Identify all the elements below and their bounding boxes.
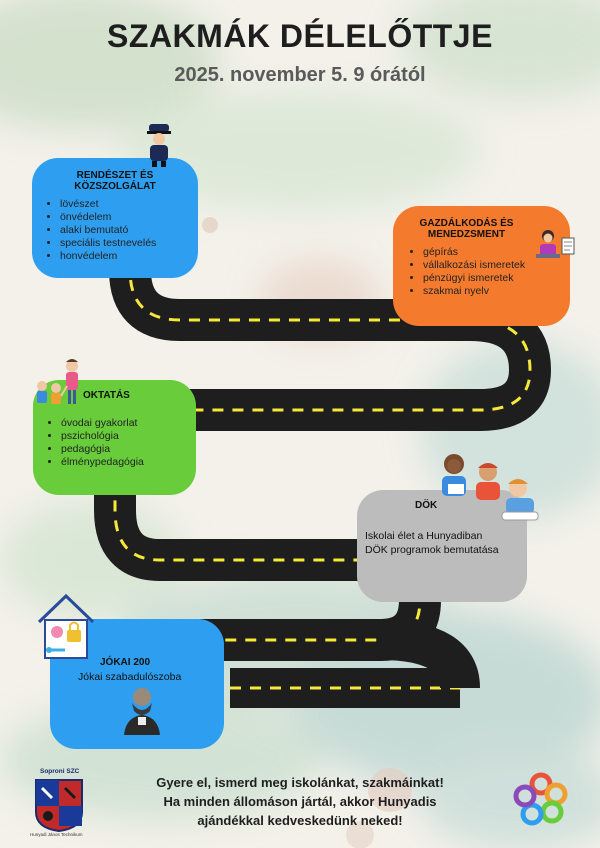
list-item: speciális testnevelés	[60, 237, 188, 250]
school-crest-icon	[35, 779, 83, 832]
list-item: pszichológia	[61, 430, 186, 443]
crest-bottom-label: Hunyadi János Technikum	[30, 832, 83, 837]
list-item: pénzügyi ismeretek	[423, 272, 558, 285]
list-item: gépírás	[423, 246, 558, 259]
list-item: alaki bemutató	[60, 224, 188, 237]
station-title: JÓKAI 200	[100, 657, 151, 668]
list-item: pedagógia	[61, 443, 186, 456]
list-item: önvédelem	[60, 211, 188, 224]
station-title: OKTATÁS	[83, 390, 130, 401]
crest-top-label: Soproni SZC	[40, 768, 80, 775]
station-title: RENDÉSZET ÉS KÖZSZOLGÁLAT	[74, 170, 156, 192]
office-worker-icon	[536, 230, 575, 258]
list-item: élménypedagógia	[61, 456, 186, 469]
station-list: óvodai gyakorlat pszichológia pedagógia …	[43, 417, 186, 469]
station-list: lövészet önvédelem alaki bemutató speciá…	[42, 198, 188, 263]
jokai-portrait-icon	[124, 688, 160, 735]
colorful-flower-logo-icon	[513, 772, 568, 826]
footer-message: Gyere el, ismerd meg iskolánkat, szakmái…	[110, 773, 490, 830]
station-title: DÖK	[415, 500, 438, 511]
list-item: lövészet	[60, 198, 188, 211]
locked-house-icon	[37, 593, 95, 659]
station-title-line1: GAZDÁLKODÁS ÉS	[419, 218, 514, 229]
station-line: Iskolai élet a Hunyadiban	[365, 530, 483, 542]
children-icon	[37, 359, 78, 404]
station-title-line2: MENEDZSMENT	[427, 229, 506, 240]
footer-line: Ha minden állomáson jártál, akkor Hunyad…	[163, 794, 437, 809]
page-title: SZAKMÁK DÉLELŐTTJE	[107, 18, 493, 54]
station-line: DÖK programok bemutatása	[365, 544, 499, 556]
station-list: gépírás vállalkozási ismeretek pénzügyi …	[405, 246, 558, 298]
list-item: szakmai nyelv	[423, 285, 558, 298]
list-item: honvédelem	[60, 250, 188, 263]
station-card-rendeszet: RENDÉSZET ÉS KÖZSZOLGÁLAT lövészet önvéd…	[32, 158, 198, 278]
page-subtitle: 2025. november 5. 9 órától	[174, 64, 426, 86]
list-item: vállalkozási ismeretek	[423, 259, 558, 272]
footer-line: ajándékkal kedveskedünk neked!	[197, 813, 403, 828]
footer-line: Gyere el, ismerd meg iskolánkat, szakmái…	[156, 775, 444, 790]
kids-reading-icon	[442, 454, 539, 521]
station-line: Jókai szabadulószoba	[78, 671, 182, 683]
station-card-gazdalkodas: GAZDÁLKODÁS ÉS MENEDZSMENT gépírás válla…	[393, 206, 570, 326]
police-officer-icon	[147, 124, 171, 167]
list-item: óvodai gyakorlat	[61, 417, 186, 430]
station-card-dok: DÖK Iskolai élet a Hunyadiban DÖK progra…	[357, 490, 527, 602]
